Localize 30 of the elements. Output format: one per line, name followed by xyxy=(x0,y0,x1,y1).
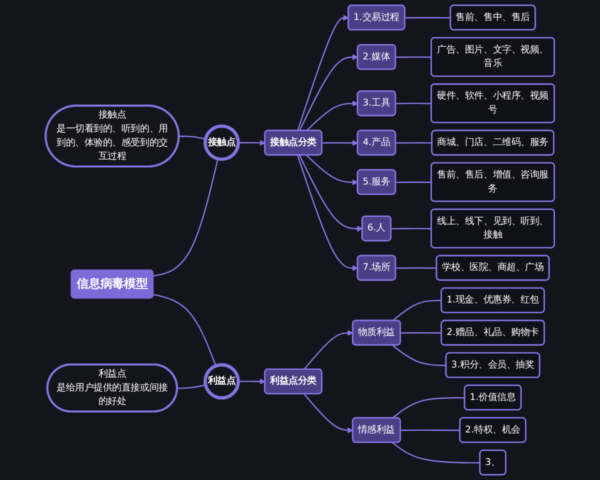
arrow xyxy=(298,154,363,232)
connector xyxy=(179,136,206,140)
connector xyxy=(391,228,432,230)
arrow xyxy=(322,140,358,146)
arrow xyxy=(238,140,266,146)
connector xyxy=(405,17,451,19)
arrow xyxy=(304,394,354,434)
connector xyxy=(177,384,206,389)
connector xyxy=(396,102,432,104)
connector xyxy=(153,158,219,277)
connector xyxy=(396,56,432,58)
arrow xyxy=(297,14,349,131)
arrow xyxy=(306,100,358,132)
connector xyxy=(396,182,432,184)
arrow xyxy=(304,330,354,370)
connector xyxy=(400,429,460,431)
arrow xyxy=(238,378,266,384)
arrow xyxy=(297,155,358,271)
connector xyxy=(392,442,480,464)
connector xyxy=(396,267,437,269)
connector xyxy=(396,142,432,144)
connector xyxy=(153,294,216,366)
connector xyxy=(392,344,446,366)
connector xyxy=(392,397,465,419)
node-circle: 接触点 xyxy=(204,124,240,161)
connector xyxy=(392,300,442,322)
arrow xyxy=(298,54,358,132)
arrow xyxy=(306,154,358,186)
connector xyxy=(400,332,442,334)
node-circle: 利益点 xyxy=(204,363,240,400)
